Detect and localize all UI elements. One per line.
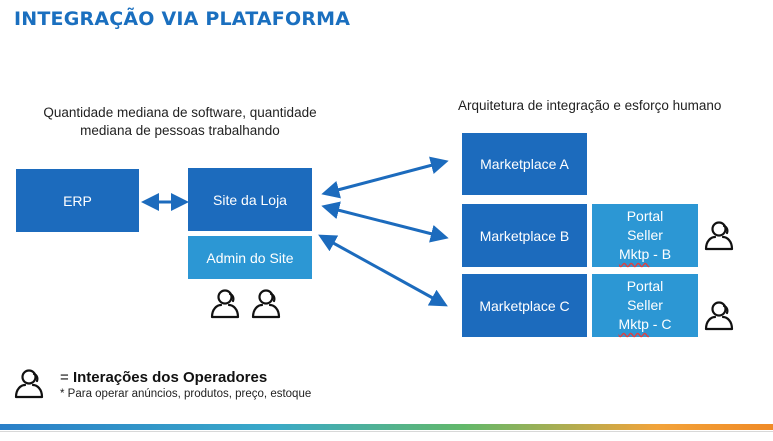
operator-user-icon bbox=[704, 221, 734, 251]
portal-c-suffix: - C bbox=[648, 316, 672, 332]
portal-c-line3: Mktp - C bbox=[619, 315, 672, 334]
left-caption-line1: Quantidade mediana de software, quantida… bbox=[43, 105, 317, 120]
portal-c-mktp: Mktp bbox=[618, 316, 649, 332]
legend-note: * Para operar anúncios, produtos, preço,… bbox=[60, 388, 312, 400]
left-caption: Quantidade mediana de software, quantida… bbox=[20, 104, 340, 140]
marketplace-c-box: Marketplace C bbox=[462, 274, 587, 337]
portal-seller-b-box: Portal Seller Mktp - B bbox=[592, 204, 698, 267]
operator-user-icon bbox=[704, 301, 734, 331]
portal-b-suffix: - B bbox=[649, 246, 672, 262]
portal-c-line2: Seller bbox=[627, 297, 663, 313]
portal-b-line1: Portal bbox=[626, 208, 664, 224]
site-loja-box: Site da Loja bbox=[188, 168, 312, 231]
footer-gradient-bar bbox=[0, 424, 773, 430]
marketplace-b-box: Marketplace B bbox=[462, 204, 587, 267]
legend-title-text: Interações dos Operadores bbox=[72, 369, 268, 386]
footer-divider bbox=[0, 431, 773, 432]
arrow-site-marketplace-a bbox=[321, 156, 449, 199]
arrow-site-marketplace-b bbox=[321, 201, 449, 243]
page-title: INTEGRAÇÃO VIA PLATAFORMA bbox=[14, 8, 351, 30]
admin-site-box: Admin do Site bbox=[188, 236, 312, 279]
left-caption-line2: mediana de pessoas trabalhando bbox=[80, 123, 280, 138]
operator-user-icon bbox=[251, 289, 281, 319]
portal-b-line3: Mktp - B bbox=[619, 245, 671, 264]
legend-equals: = bbox=[60, 369, 73, 386]
portal-seller-c-box: Portal Seller Mktp - C bbox=[592, 274, 698, 337]
portal-c-line1: Portal bbox=[626, 278, 664, 294]
right-caption: Arquitetura de integração e esforço huma… bbox=[458, 98, 722, 113]
portal-b-line2: Seller bbox=[627, 227, 663, 243]
operator-user-icon bbox=[210, 289, 240, 319]
legend-operator-icon bbox=[14, 369, 44, 399]
arrow-admin-marketplace-c bbox=[318, 234, 448, 307]
legend-title: = Interações dos Operadores bbox=[60, 369, 267, 386]
marketplace-a-box: Marketplace A bbox=[462, 133, 587, 195]
erp-box: ERP bbox=[16, 169, 139, 232]
portal-b-mktp: Mktp bbox=[618, 246, 650, 262]
